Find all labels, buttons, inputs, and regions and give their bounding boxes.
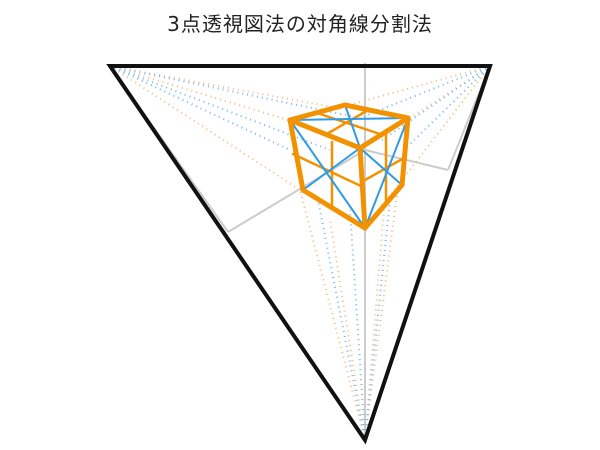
guide-line (109, 65, 289, 121)
axis-center-lower-left (227, 149, 366, 233)
top-face-midline (323, 107, 372, 137)
guide-line (109, 65, 301, 191)
cube-edge-front-vertical (357, 145, 368, 231)
guide-line (403, 65, 491, 151)
guide-line (109, 65, 291, 151)
diagram-title: 3点透視図法の対角線分割法 (167, 12, 433, 36)
guide-line (299, 189, 366, 441)
left-face-diagonal (289, 119, 366, 229)
guide-line (381, 65, 491, 141)
guide-line (317, 199, 366, 441)
right-face-diagonal (359, 147, 403, 186)
guide-line (109, 65, 331, 151)
guide-line (409, 65, 491, 119)
cube-outline (287, 102, 411, 231)
cube-silhouette (287, 102, 411, 231)
perspective-triangle (106, 64, 493, 445)
guide-line (359, 65, 491, 119)
cube-edge-front-left (287, 117, 363, 151)
guide-line (364, 199, 391, 441)
right-face-diagonal (364, 117, 409, 229)
cube-edge-front-right (357, 115, 411, 151)
left-face-diagonal (302, 147, 361, 191)
blue-vanishing-guides (109, 65, 491, 441)
guide-line (329, 219, 366, 441)
guide-line (109, 65, 339, 109)
guide-line (349, 209, 366, 441)
guide-line (345, 65, 491, 107)
cube-diagonals (289, 104, 409, 229)
guide-line (364, 209, 385, 441)
top-face-diagonal (344, 104, 361, 149)
